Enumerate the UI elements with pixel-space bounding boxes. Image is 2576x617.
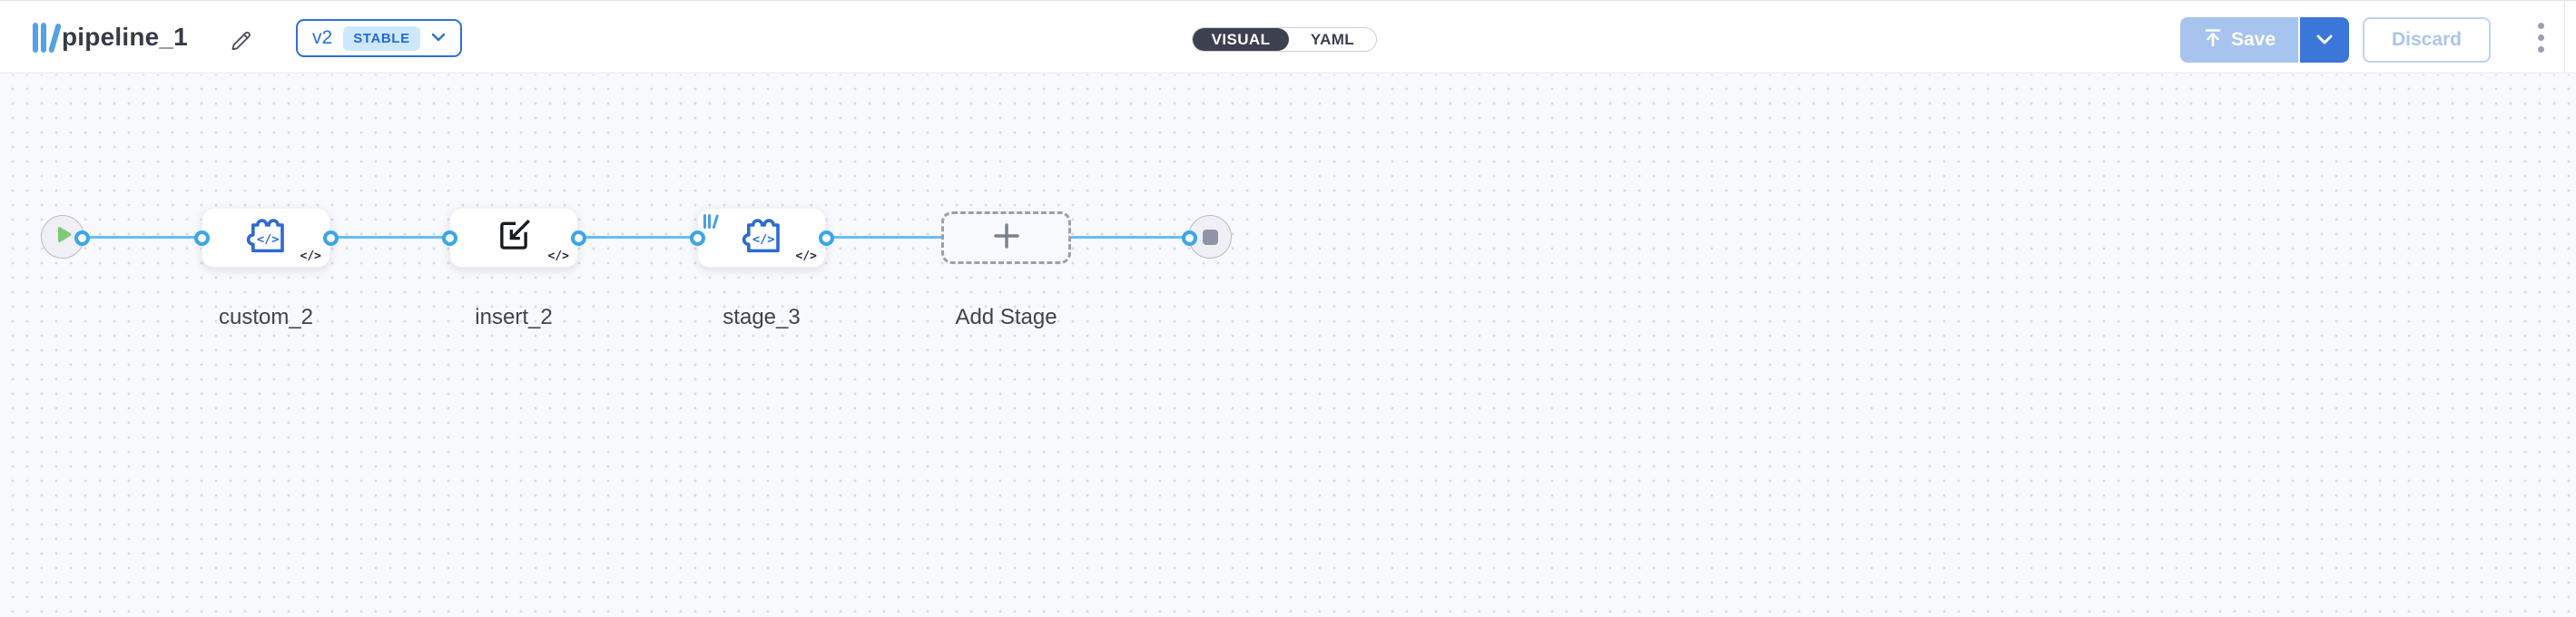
svg-text:</>: </> bbox=[257, 232, 280, 247]
puzzle-code-icon: </> bbox=[244, 216, 288, 260]
stage-node-insert_2[interactable]: </> bbox=[449, 208, 578, 268]
kebab-dot bbox=[2537, 34, 2544, 41]
tab-yaml[interactable]: YAML bbox=[1310, 30, 1355, 48]
connector-port[interactable] bbox=[193, 230, 210, 246]
chevron-down-icon bbox=[431, 30, 446, 46]
pipeline-end-node[interactable] bbox=[1188, 215, 1232, 259]
connector-port[interactable] bbox=[689, 230, 705, 246]
save-dropdown-button[interactable] bbox=[2300, 17, 2349, 63]
stop-icon bbox=[1202, 229, 1218, 245]
upload-icon bbox=[2203, 28, 2223, 53]
library-bars-badge-icon bbox=[703, 214, 720, 230]
connection-line bbox=[330, 236, 449, 239]
connector-port[interactable] bbox=[322, 230, 339, 246]
kebab-dot bbox=[2537, 45, 2544, 53]
app-logo-icon bbox=[33, 23, 62, 54]
plus-icon bbox=[991, 220, 1022, 256]
view-toggle: VISUAL YAML bbox=[1192, 27, 1377, 52]
connection-line bbox=[82, 236, 202, 239]
header-bar: pipeline_1 v2 STABLE VISUAL YAML bbox=[0, 0, 2576, 73]
pencil-icon bbox=[229, 24, 254, 53]
connector-port[interactable] bbox=[570, 230, 586, 246]
pipeline-start-node[interactable] bbox=[41, 215, 84, 259]
discard-button[interactable]: Discard bbox=[2363, 17, 2491, 63]
save-split-button: Save bbox=[2180, 17, 2349, 63]
save-button[interactable]: Save bbox=[2180, 17, 2300, 63]
insert-arrow-icon bbox=[495, 217, 533, 260]
page-title: pipeline_1 bbox=[62, 23, 188, 51]
connector-port[interactable] bbox=[74, 230, 90, 246]
version-selector[interactable]: v2 STABLE bbox=[296, 19, 462, 57]
connector-port[interactable] bbox=[818, 230, 834, 246]
node-label: stage_3 bbox=[723, 305, 801, 329]
add-stage-button[interactable] bbox=[941, 211, 1071, 264]
connection-line bbox=[578, 236, 697, 239]
stage-node-custom_2[interactable]: </> </> bbox=[202, 208, 330, 268]
version-label: v2 bbox=[312, 27, 333, 48]
node-label: custom_2 bbox=[218, 305, 314, 329]
code-function-badge: </> bbox=[795, 250, 817, 263]
chevron-down-icon bbox=[2316, 34, 2333, 47]
kebab-menu-button[interactable] bbox=[2526, 1, 2555, 73]
connector-port[interactable] bbox=[441, 230, 457, 246]
save-button-label: Save bbox=[2230, 29, 2276, 50]
play-icon bbox=[57, 226, 73, 248]
code-function-badge: </> bbox=[547, 250, 569, 263]
puzzle-code-icon: </> bbox=[740, 216, 783, 260]
connector-port[interactable] bbox=[1181, 230, 1197, 246]
code-function-badge: </> bbox=[300, 250, 321, 263]
svg-text:</>: </> bbox=[752, 232, 775, 247]
stage-node-stage_3[interactable]: </> </> bbox=[697, 208, 826, 268]
node-label: Add Stage bbox=[955, 305, 1057, 329]
pipeline-canvas[interactable]: </> </> </> </> </> bbox=[0, 74, 2576, 617]
kebab-dot bbox=[2537, 22, 2544, 29]
tab-visual[interactable]: VISUAL bbox=[1193, 28, 1289, 51]
node-label: insert_2 bbox=[475, 305, 553, 329]
status-badge: STABLE bbox=[343, 25, 420, 51]
header-divider bbox=[2564, 1, 2565, 73]
edit-title-button[interactable] bbox=[227, 24, 256, 53]
